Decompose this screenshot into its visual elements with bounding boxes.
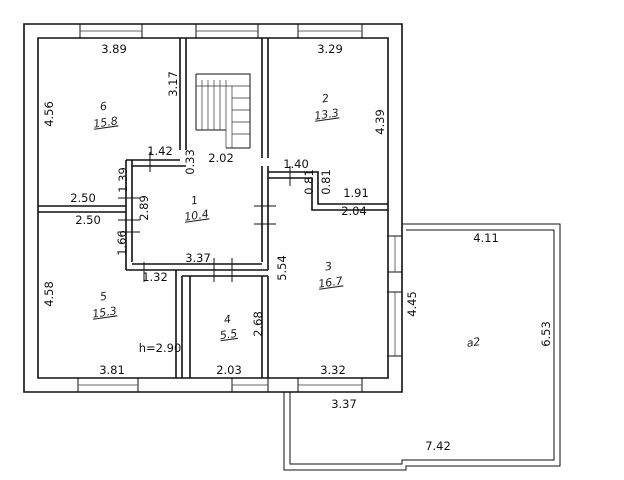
dim-hall-notch2-b: 0.81 — [319, 169, 333, 195]
interior-walls — [38, 38, 388, 378]
dim-room2-height: 4.39 — [373, 109, 387, 135]
dim-room3-top: 2.04 — [341, 204, 367, 218]
room-4-number: 4 — [223, 313, 232, 327]
dimension-labels: 3.89 4.56 3.17 3.29 4.39 1.42 2.02 0.33 … — [42, 42, 553, 453]
room-labels: 6 15.8 2 13.3 1 10.4 5 15.3 4 5.5 3 16.7… — [91, 92, 481, 350]
dim-room5-height: 4.58 — [42, 281, 56, 307]
room-2-number: 2 — [321, 92, 330, 106]
dim-room6-height: 4.56 — [42, 101, 56, 127]
dim-room6-bottom: 2.50 — [70, 191, 96, 205]
dim-room2-width: 3.29 — [317, 42, 343, 56]
dim-room4-width: 2.03 — [216, 363, 242, 377]
dim-terrace-right: 6.53 — [539, 321, 553, 347]
dim-terrace-inner-bottom: 3.37 — [331, 397, 357, 411]
dim-hall-notch: 0.33 — [183, 149, 197, 175]
dim-terrace-bottom: 7.42 — [425, 439, 451, 453]
room-6-area: 15.8 — [92, 114, 118, 130]
room-5-number: 5 — [99, 290, 108, 304]
room-5-area: 15.3 — [91, 304, 117, 320]
dim-room4-height: 2.68 — [251, 311, 265, 337]
dim-terrace-left: 4.45 — [405, 291, 419, 317]
top-windows — [79, 23, 363, 39]
room-6-number: 6 — [99, 100, 108, 114]
room-4-area: 5.5 — [219, 327, 238, 342]
terrace-outline — [283, 223, 561, 471]
room-2-area: 13.3 — [313, 106, 339, 122]
dim-hall-notch2-a: 0.81 — [302, 169, 316, 195]
outer-walls — [23, 23, 403, 393]
dim-room6-width: 3.89 — [101, 42, 127, 56]
dim-terrace-top: 4.11 — [473, 231, 499, 245]
dim-hall-left: 2.89 — [137, 195, 151, 221]
dim-hall-bottom-left: 1.32 — [142, 270, 168, 284]
room-3-number: 3 — [324, 260, 333, 274]
room-3-area: 16.7 — [317, 274, 343, 290]
room-1-number: 1 — [190, 194, 199, 208]
staircase — [195, 73, 251, 149]
dim-hall-top: 2.02 — [208, 151, 234, 165]
door-marks — [118, 152, 291, 282]
dim-hall-top-left: 1.42 — [147, 144, 173, 158]
bottom-windows — [77, 377, 363, 393]
dim-ceiling-height: h=2.90 — [139, 341, 182, 355]
right-windows — [387, 235, 403, 357]
dim-room3-height: 5.54 — [275, 255, 289, 281]
dim-room3-width: 3.32 — [320, 363, 346, 377]
dim-stair-length: 3.17 — [166, 71, 180, 97]
room-1-area: 10.4 — [183, 207, 209, 223]
dim-hall-right-top: 1.40 — [283, 157, 309, 171]
dim-room5-width: 3.81 — [99, 363, 125, 377]
dim-hall-left-lower: 1.66 — [115, 230, 129, 256]
dim-hall-bottom: 3.37 — [185, 251, 211, 265]
dim-room5-top: 2.50 — [75, 213, 101, 227]
terrace-number: a2 — [466, 335, 481, 350]
dim-hall-right-seg: 1.91 — [343, 186, 369, 200]
dim-hall-left-top: 1.39 — [116, 167, 130, 193]
